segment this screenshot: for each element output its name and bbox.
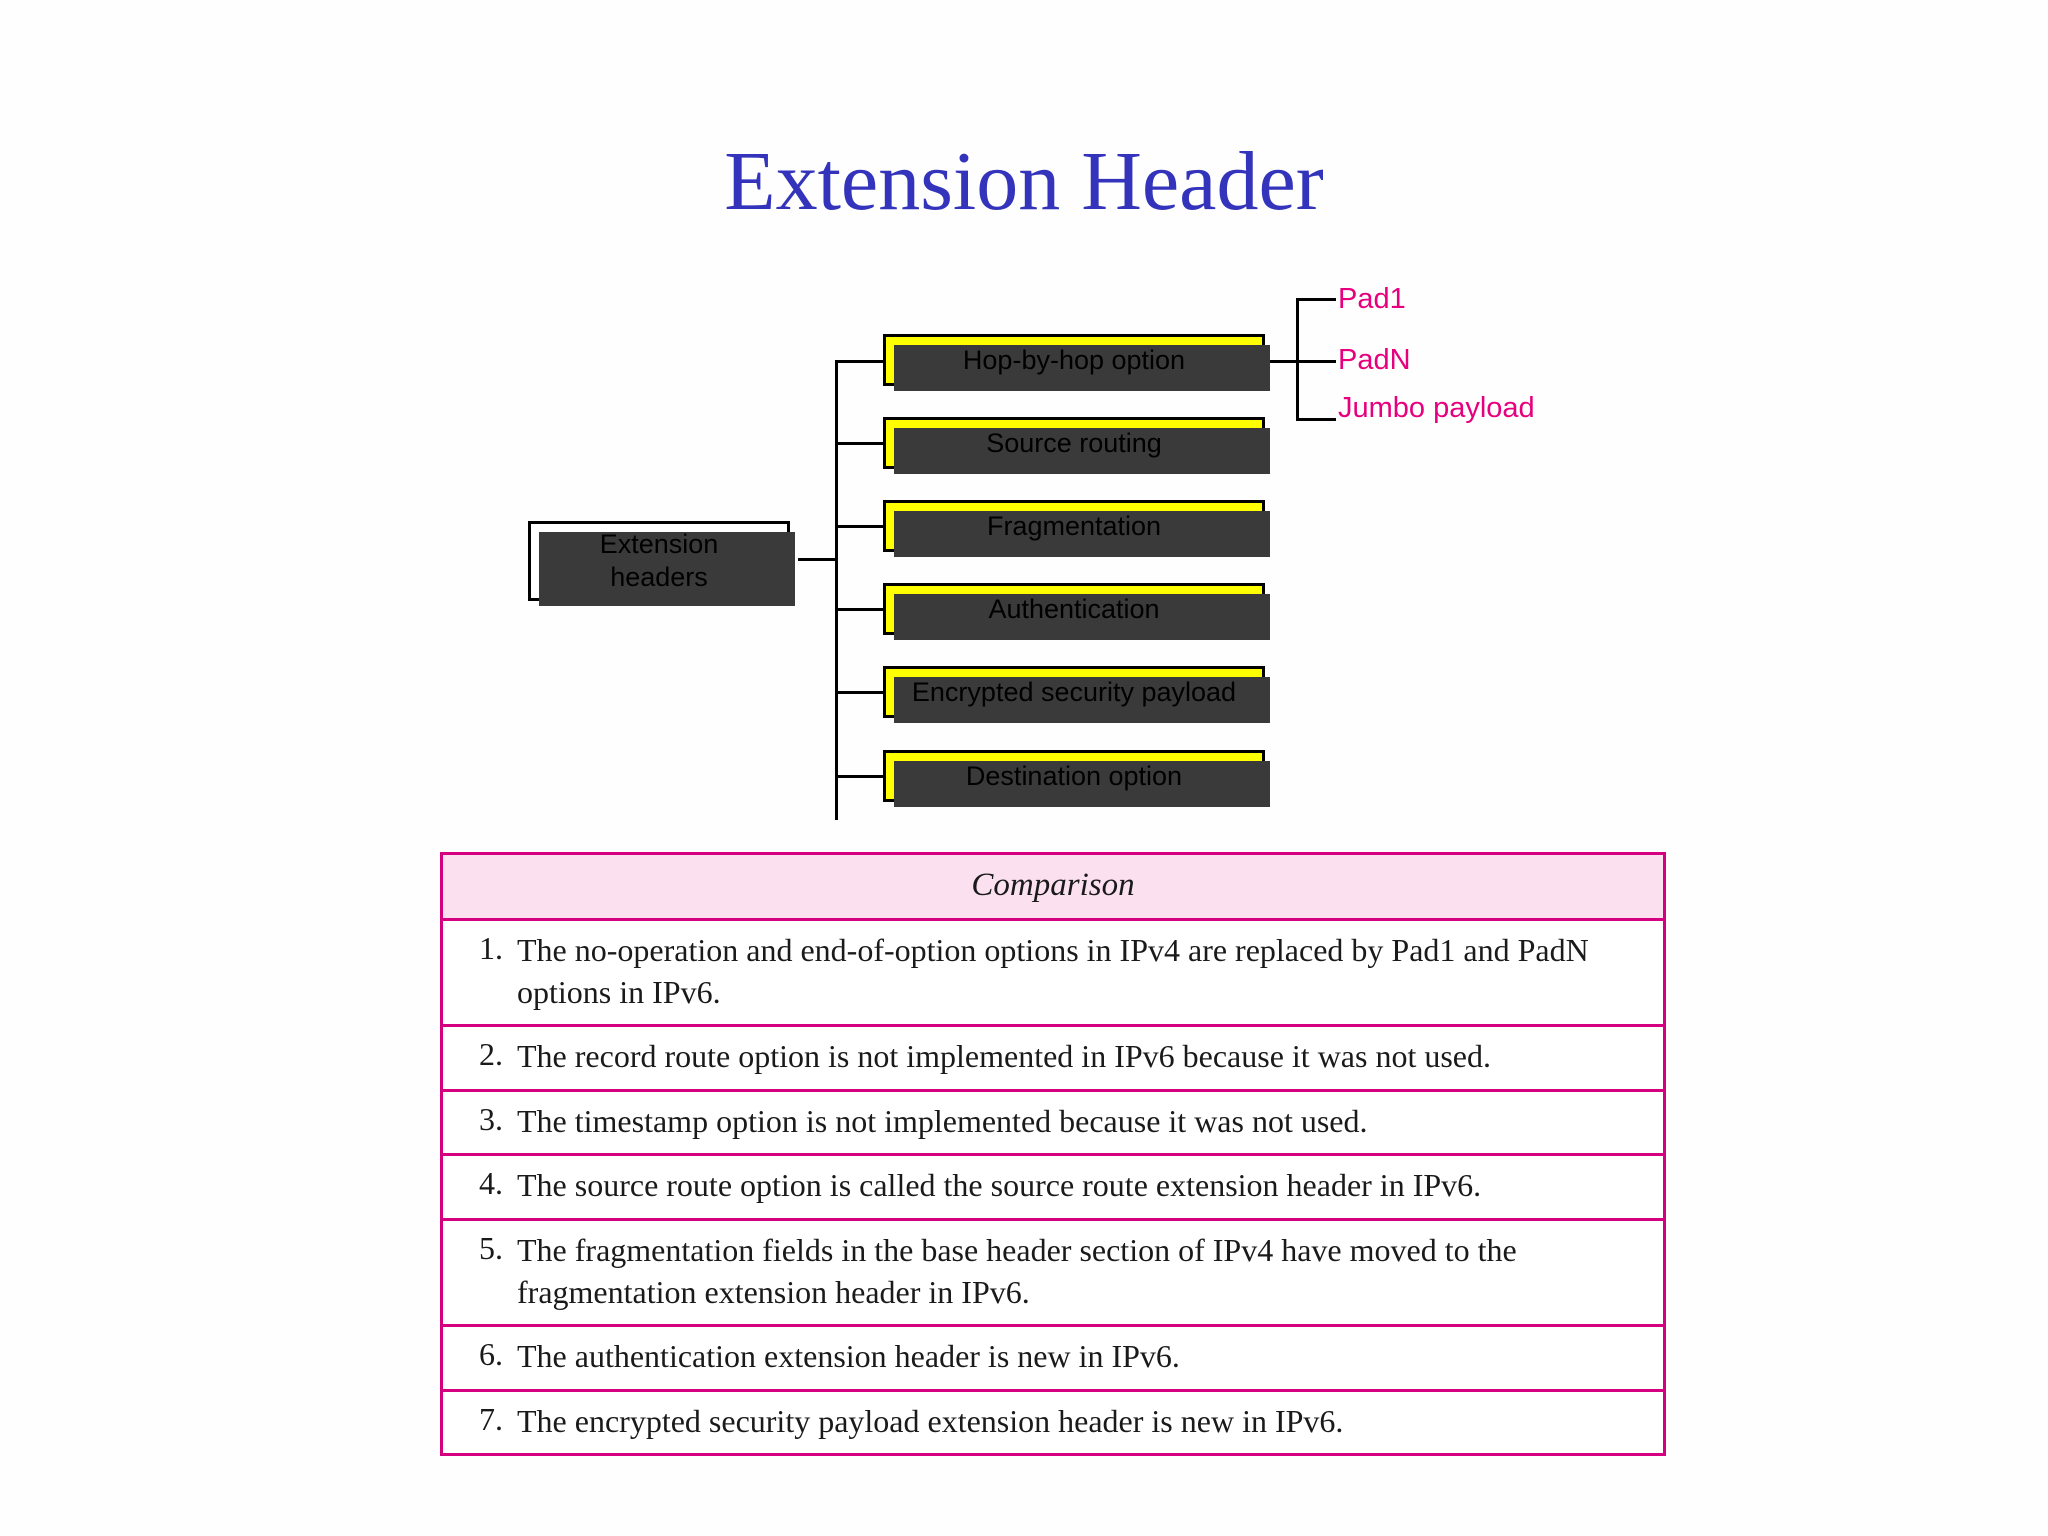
connector-pad-stub — [1265, 360, 1310, 363]
box-shadow — [894, 428, 1270, 474]
row-number: 1. — [479, 930, 503, 966]
table-row: 1. The no-operation and end-of-option op… — [443, 921, 1663, 1028]
node-fragmentation-label: Fragmentation — [986, 510, 1162, 541]
table-row: 5. The fragmentation fields in the base … — [443, 1220, 1663, 1328]
label-jumbo-payload: Jumbo payload — [1338, 392, 1535, 424]
node-authentication-label: Authentication — [988, 593, 1160, 624]
row-number: 6. — [479, 1336, 503, 1373]
connector-branch-4 — [835, 608, 885, 611]
connector-branch-6 — [835, 775, 885, 778]
label-padn: PadN — [1338, 344, 1411, 376]
connector-root-stub — [798, 558, 838, 561]
connector-pad-vertical — [1296, 298, 1299, 420]
node-encrypted-security-payload: Encrypted security payload — [883, 666, 1270, 723]
node-source-routing: Source routing — [883, 417, 1270, 474]
box-shadow — [539, 532, 795, 606]
row-text: The authentication extension header is n… — [517, 1338, 1180, 1375]
row-text: The timestamp option is not implemented … — [517, 1102, 1368, 1139]
connector-padn — [1296, 360, 1336, 363]
row-text: The source route option is called the so… — [517, 1167, 1482, 1204]
comparison-table: Comparison 1. The no-operation and end-o… — [440, 852, 1666, 1457]
connector-branch-1 — [835, 360, 885, 363]
box-shadow — [894, 345, 1270, 391]
node-source-routing-label: Source routing — [986, 427, 1162, 458]
node-destination-option: Destination option — [883, 750, 1270, 807]
node-authentication: Authentication — [883, 583, 1270, 640]
row-number: 2. — [479, 1036, 503, 1073]
row-number: 4. — [479, 1165, 503, 1202]
row-number: 3. — [479, 1100, 503, 1137]
node-extension-headers: Extension headers — [528, 521, 795, 606]
connector-branch-5 — [835, 691, 885, 694]
connector-pad1 — [1296, 298, 1336, 301]
label-pad1: Pad1 — [1338, 283, 1406, 315]
row-text: The no-operation and end-of-option optio… — [517, 932, 1589, 1010]
connector-branch-3 — [835, 525, 885, 528]
box-shadow — [894, 511, 1270, 557]
connector-branch-2 — [835, 442, 885, 445]
connector-trunk — [835, 360, 838, 820]
box-shadow — [894, 677, 1270, 723]
node-hop-by-hop-option-label: Hop-by-hop option — [962, 344, 1186, 375]
table-row: 6. The authentication extension header i… — [443, 1327, 1663, 1392]
comparison-table-header: Comparison — [443, 855, 1663, 921]
node-extension-headers-line1: Extension — [599, 529, 719, 560]
row-text: The record route option is not implement… — [517, 1038, 1491, 1075]
page-title: Extension Header — [724, 135, 1324, 228]
connector-jumbo-payload — [1296, 418, 1336, 421]
box-shadow — [894, 761, 1270, 807]
row-number: 5. — [479, 1229, 503, 1266]
table-row: 3. The timestamp option is not implement… — [443, 1091, 1663, 1157]
node-destination-option-label: Destination option — [965, 760, 1183, 791]
table-row: 2. The record route option is not implem… — [443, 1027, 1663, 1092]
node-encrypted-security-payload-label: Encrypted security payload — [911, 676, 1237, 707]
row-text: The fragmentation fields in the base hea… — [517, 1231, 1517, 1310]
extension-headers-diagram: Extension headers Hop-by-hop option Sour… — [528, 283, 1535, 820]
node-extension-headers-line2: headers — [610, 562, 708, 592]
row-text: The encrypted security payload extension… — [517, 1402, 1344, 1439]
table-row: 7. The encrypted security payload extens… — [443, 1391, 1663, 1454]
node-hop-by-hop-option: Hop-by-hop option — [883, 334, 1270, 391]
box-shadow — [894, 594, 1270, 640]
row-number: 7. — [479, 1400, 503, 1437]
node-fragmentation: Fragmentation — [883, 500, 1270, 557]
table-row: 4. The source route option is called the… — [443, 1156, 1663, 1221]
